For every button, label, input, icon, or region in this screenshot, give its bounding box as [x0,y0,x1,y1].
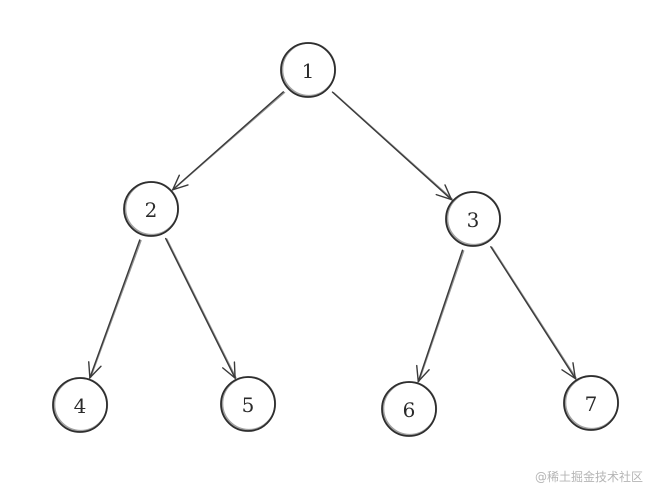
node-circle [52,377,108,433]
edge-n2-n4 [88,239,142,380]
arrowhead [435,184,453,201]
edge-n3-n7 [490,246,577,381]
arrowhead [88,361,102,380]
watermark: @稀土掘金技术社区 [534,470,643,484]
arrowhead [561,362,577,381]
node-label: 2 [145,198,158,222]
tree-node-5: 5 [220,376,277,432]
edge-n1-n2 [171,91,286,191]
node-circle [563,375,619,431]
node-label: 3 [467,208,480,232]
tree-node-6: 6 [381,381,438,437]
tree-node-4: 4 [52,377,109,433]
node-circle [445,191,501,247]
arrowhead [171,174,189,191]
node-label: 4 [74,394,87,418]
node-circle [123,181,179,237]
node-label: 1 [302,59,315,83]
tree-node-7: 7 [563,375,620,431]
node-circle [220,376,276,432]
arrowhead [416,364,430,384]
tree-node-2: 2 [123,181,180,237]
tree-node-1: 1 [280,42,337,98]
node-circle [381,381,437,437]
node-label: 5 [242,393,255,417]
arrowhead [222,361,236,380]
nodes-layer: 1 2 3 4 5 6 7 [52,42,620,437]
node-circle [280,42,336,98]
edge-n2-n5 [164,237,237,380]
edge-n1-n3 [331,91,453,201]
edge-n3-n6 [416,249,465,384]
node-label: 6 [403,398,416,422]
edges-layer [88,91,577,384]
tree-node-3: 3 [445,191,502,247]
node-label: 7 [585,392,598,416]
